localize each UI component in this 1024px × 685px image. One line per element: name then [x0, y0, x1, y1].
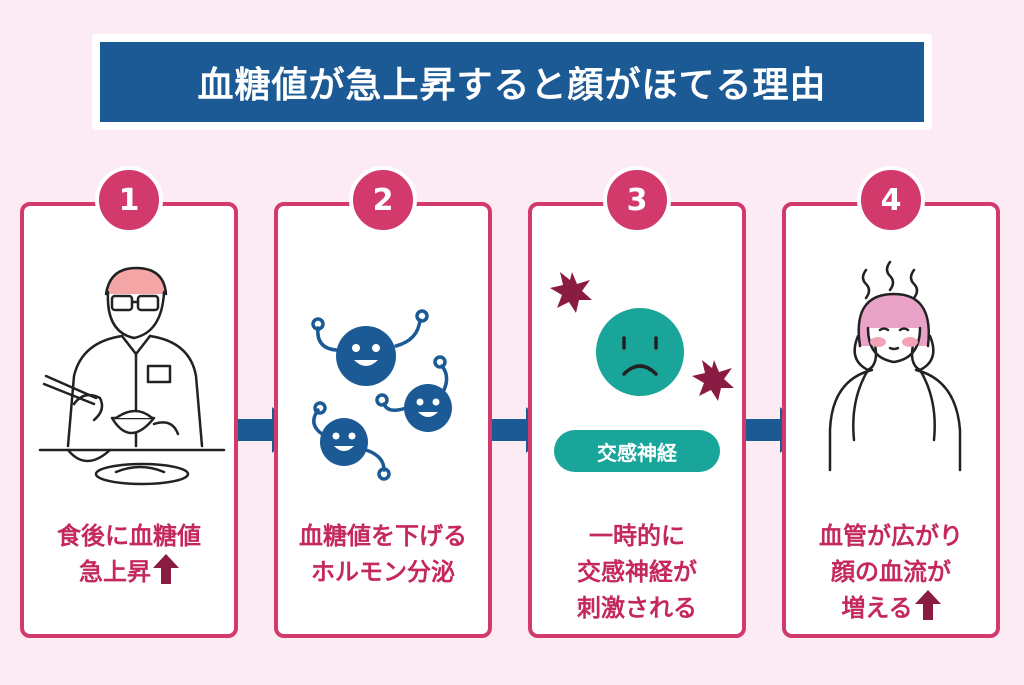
caption-line: 増える [841, 594, 913, 622]
caption-line: 刺激される [577, 594, 697, 622]
caption-line: 一時的に [589, 522, 685, 550]
hormone-molecules-illustration [311, 309, 452, 481]
step-card-2: 血糖値を下げる ホルモン分泌 [274, 202, 492, 638]
flushed-woman-illustration [828, 260, 962, 472]
caption-line: 食後に血糖値 [57, 522, 201, 550]
caption-line: 急上昇 [79, 558, 151, 586]
sympathetic-nerve-tag: 交感神経 [554, 430, 720, 472]
up-arrow-icon [153, 554, 179, 584]
caption-line: ホルモン分泌 [311, 558, 455, 586]
step-badge-3: 3 [603, 166, 671, 234]
up-arrow-icon [914, 590, 941, 620]
caption-line: 交感神経が [577, 558, 697, 586]
step-badge-2: 2 [349, 166, 417, 234]
step-caption-2: 血糖値を下げる ホルモン分泌 [278, 518, 488, 590]
burst-icon [550, 272, 592, 313]
step-card-1: 食後に血糖値 急上昇 [20, 202, 238, 638]
page-title: 血糖値が急上昇すると顔がほてる理由 [100, 42, 924, 122]
step-caption-3: 一時的に 交感神経が 刺激される [532, 518, 742, 626]
title-frame: 血糖値が急上昇すると顔がほてる理由 [92, 34, 932, 130]
burst-icon [692, 360, 734, 401]
sad-face-illustration [550, 272, 734, 401]
caption-line: 血糖値を下げる [299, 522, 467, 550]
caption-line: 血管が広がり [819, 522, 963, 550]
step-caption-1: 食後に血糖値 急上昇 [24, 518, 234, 590]
caption-line: 顔の血流が [831, 558, 951, 586]
step-card-3: 交感神経 一時的に 交感神経が 刺激される [528, 202, 746, 638]
step-card-4: 血管が広がり 顔の血流が 増える [782, 202, 1000, 638]
step-caption-4: 血管が広がり 顔の血流が 増える [786, 518, 996, 626]
step-badge-4: 4 [857, 166, 925, 234]
step-badge-1: 1 [95, 166, 163, 234]
man-eating-rice-illustration [38, 266, 226, 486]
